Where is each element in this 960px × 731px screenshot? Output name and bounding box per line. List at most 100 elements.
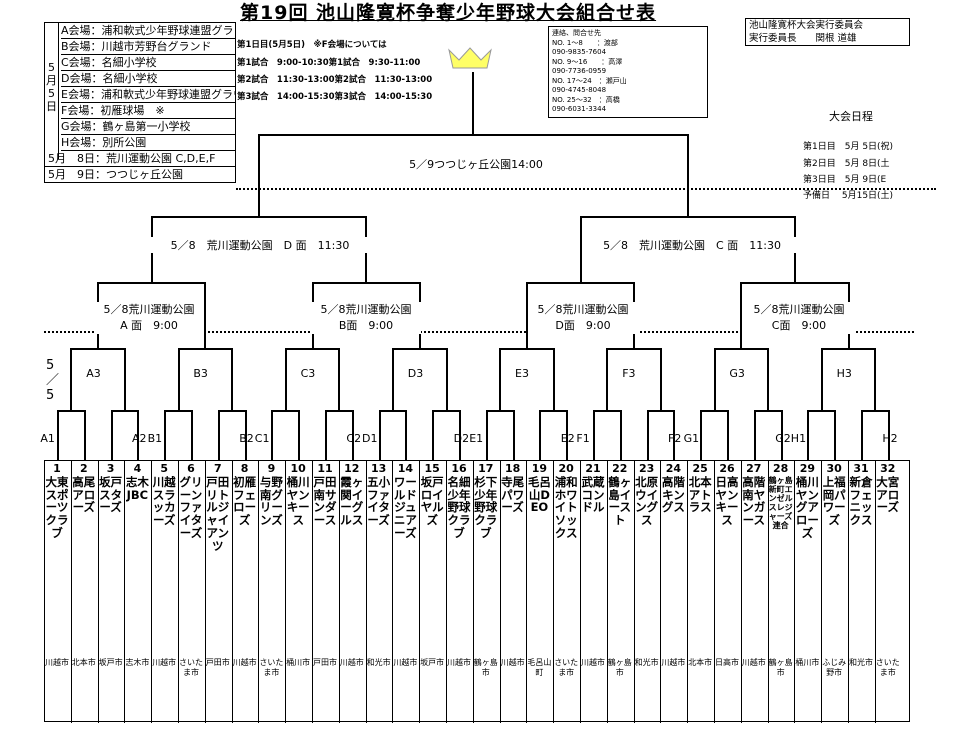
column-divider [714, 460, 715, 723]
team-number: 19 [531, 462, 548, 475]
bracket-line [217, 410, 220, 460]
team-city: 和光市 [849, 658, 873, 667]
team-name: 名細少年野球クラブ [447, 475, 471, 540]
bracket-line [392, 348, 448, 350]
final-label: 5／9つつじヶ丘公園14:00 [396, 156, 556, 172]
round1-label: A1 [40, 432, 55, 445]
round1-label: D2 [453, 432, 470, 445]
day-label: 5／5 [46, 358, 60, 403]
bracket-line [271, 410, 301, 412]
contact-line: 090-9835-7604 [552, 48, 607, 56]
bracket-line [713, 348, 716, 410]
committee-chair: 実行委員長 関根 道雄 [749, 33, 857, 44]
team-number: 28 [772, 462, 789, 475]
team-number: 12 [344, 462, 360, 475]
bracket-line [820, 348, 877, 350]
team-city: 川越市 [741, 658, 766, 667]
column-divider [338, 460, 340, 723]
column-divider [526, 460, 528, 723]
bracket-line [539, 410, 542, 460]
bracket-line [244, 410, 247, 460]
bracket-line [700, 410, 729, 412]
taikai-nittei-row: 予備日 5月15日(土) [803, 191, 894, 201]
bracket-line [298, 410, 301, 460]
column-divider [446, 460, 447, 723]
team-number: 16 [451, 462, 467, 475]
round1-label: G1 [683, 432, 700, 445]
contact-line: NO. 25～32 ：高橋 [552, 95, 620, 104]
taikai-nittei-row: 第3日目 5月 9日(E [803, 175, 887, 185]
column-divider [874, 460, 876, 723]
bracket-line [177, 348, 180, 410]
bracket-line [740, 282, 850, 284]
team-name: 日高ヤンキース [715, 475, 739, 528]
bracket-line [191, 410, 193, 460]
quarter-label-time: B面 9:00 [338, 319, 394, 332]
bracket-line [727, 410, 729, 460]
team-city: 鶴ヶ島市 [607, 658, 632, 677]
team-city: 坂戸市 [420, 658, 445, 667]
venue-row: D会場：名細小学校 [61, 71, 235, 87]
team-name: ワールドジュニアーズ [393, 475, 417, 540]
venue-table: 5月5日 A会場：浦和軟式少年野球連盟グラウン B会場：川越市芳野台グランド C… [44, 22, 236, 183]
column-divider [821, 460, 823, 723]
column-divider [633, 460, 635, 723]
contact-line: NO. 1～8 ：渡部 [552, 38, 618, 47]
quarter-label: 5／8荒川運動公園 C面 9:00 [744, 302, 854, 334]
bracket-line [164, 410, 193, 412]
bracket-line [432, 410, 435, 460]
bracket-line [258, 134, 689, 136]
team-number: 4 [133, 462, 142, 475]
team-city: 坂戸市 [98, 658, 123, 667]
bracket-line [499, 348, 502, 410]
column-divider [258, 460, 260, 723]
team-city: 川越市 [661, 658, 686, 667]
bracket-line [472, 72, 475, 134]
team-number: 17 [478, 462, 494, 475]
team-number: 26 [719, 462, 735, 475]
round2-label: A3 [86, 367, 101, 380]
bracket-line [646, 410, 649, 460]
round1-label: C2 [346, 432, 362, 445]
team-name: 新倉フェニックス [849, 475, 873, 528]
bracket-line [83, 410, 86, 460]
venue-row: 5月 9日：つつじヶ丘公園 [48, 168, 183, 181]
crown-icon [448, 47, 492, 69]
round1-label: E2 [560, 432, 575, 445]
team-name: グリーンファイターズ [179, 475, 203, 540]
taikai-nittei-row: 第1日目 5月 5日(祝) [803, 142, 894, 152]
round2-label: C3 [300, 367, 316, 380]
column-divider [70, 460, 72, 723]
team-number: 15 [424, 462, 440, 475]
bracket-line [700, 410, 703, 460]
bracket-line [231, 348, 234, 410]
column-divider [848, 460, 849, 723]
team-city: 川越市 [152, 658, 177, 667]
team-city: 和光市 [366, 658, 391, 667]
bracket-line [284, 348, 287, 410]
bracket-line [325, 410, 354, 412]
bracket-line [606, 348, 662, 350]
venue-row: G会場：鶴ヶ島第一小学校 [61, 119, 235, 135]
column-divider [740, 460, 742, 723]
bracket-line [753, 410, 756, 460]
column-divider [794, 460, 796, 723]
round1-label: H1 [790, 432, 807, 445]
quarter-label: 5／8荒川運動公園 A 面 9:00 [94, 302, 204, 334]
team-name: 桶川ヤンキース [286, 475, 310, 528]
bracket-line [593, 410, 595, 460]
schedule-row: 第3試合 14:00-15:30第3試合 14:00-15:30 [237, 92, 433, 102]
round1-label: H2 [882, 432, 898, 445]
bracket-line [887, 410, 890, 460]
bracket-line [807, 410, 837, 412]
team-city: 桶川市 [795, 658, 820, 667]
team-name: 杉下少年野球クラブ [474, 475, 498, 540]
team-number: 25 [692, 462, 708, 475]
team-city: 戸田市 [313, 658, 337, 667]
bracket-line [780, 410, 783, 460]
team-name: 鶴ヶ島新町エンゼルスレジャーズ連合 [768, 476, 793, 530]
committee-box: 池山隆寛杯大会実行委員会 実行委員長 関根 道雄 [745, 18, 910, 46]
bracket-line [740, 282, 743, 348]
bracket-line [753, 410, 783, 412]
semi-label: 5／8 荒川運動公園 C 面 11:30 [582, 237, 802, 253]
